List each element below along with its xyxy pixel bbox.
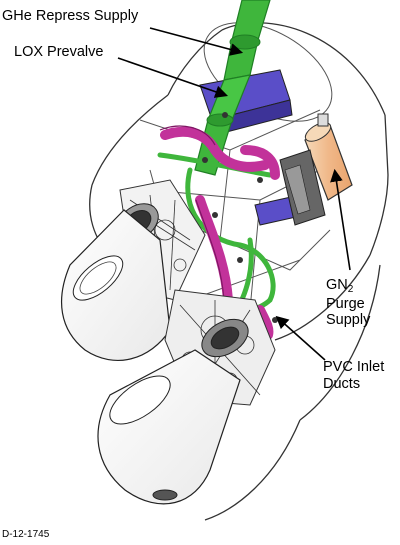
label-ghe-repress-supply: GHe Repress Supply xyxy=(2,8,139,24)
callout-leaders xyxy=(117,27,351,361)
fittings xyxy=(202,112,278,323)
label-gn2-purge-supply: GN2 Purge Supply xyxy=(326,277,371,329)
leader-lox-prevalve xyxy=(117,57,229,98)
upper-engine xyxy=(60,179,206,361)
leader-pvc-inlet-ducts xyxy=(275,315,326,361)
lower-engine xyxy=(97,289,276,505)
pvc-inlet-ducts xyxy=(160,126,280,340)
figure-id: D-12-1745 xyxy=(2,529,50,540)
label-lox-prevalve: LOX Prevalve xyxy=(14,44,104,60)
leader-gn2-purge-supply xyxy=(330,168,351,271)
leader-ghe-repress-supply xyxy=(149,27,244,56)
label-pvc-inlet-ducts: PVC Inlet Ducts xyxy=(323,359,385,392)
cylinder-shell xyxy=(89,22,389,521)
